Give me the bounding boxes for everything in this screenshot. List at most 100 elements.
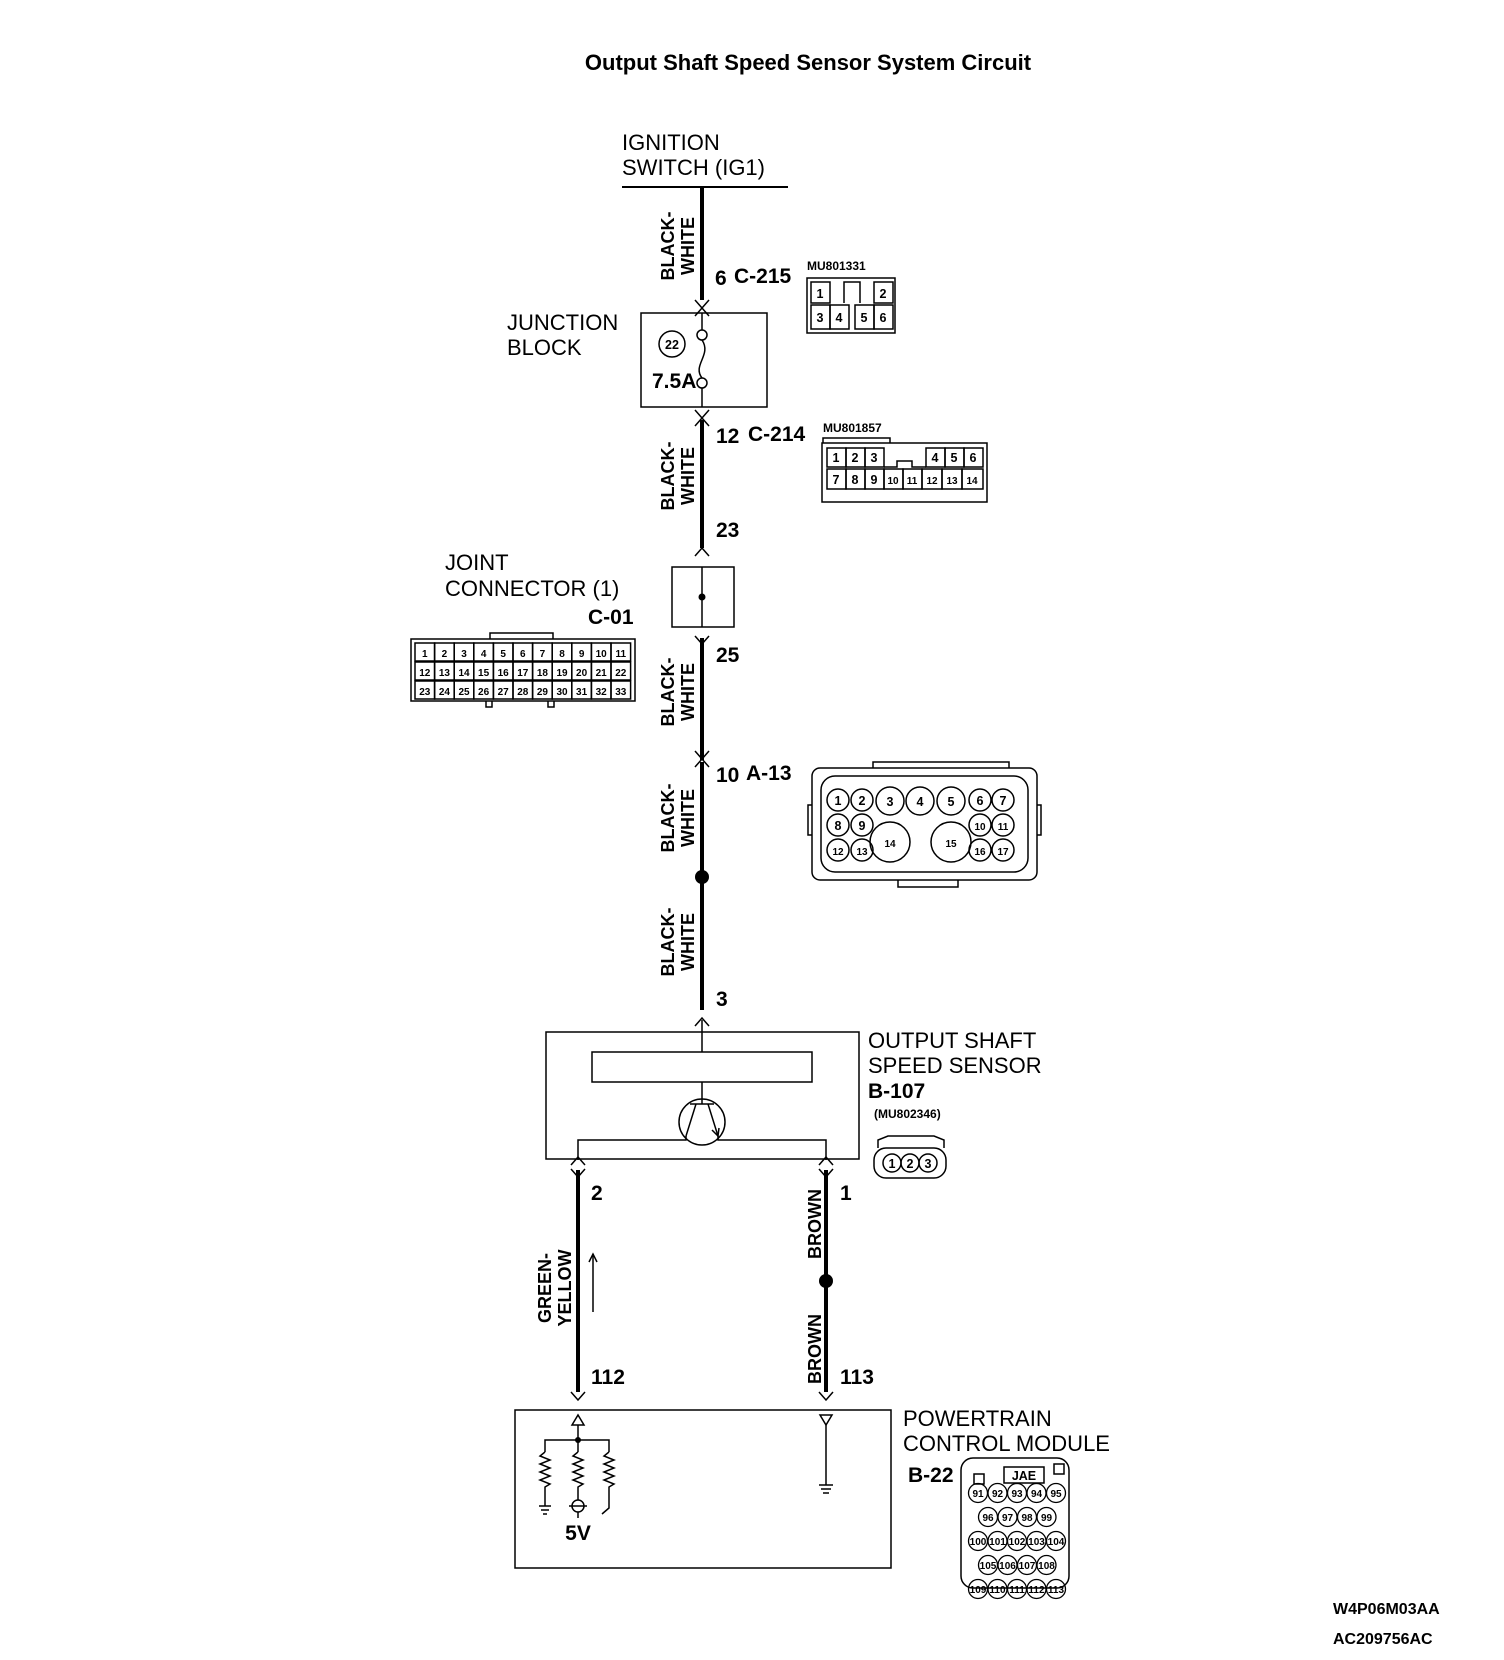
sensor-transistor-symbol: [577, 1082, 827, 1160]
connector-arrow-b22-left: [570, 1391, 586, 1401]
c01-pin-label: 26: [478, 687, 490, 698]
a13-pin-circle: [826, 788, 850, 812]
a13-pin-circle: [968, 788, 992, 812]
b22-pin-label: 93: [1011, 1489, 1023, 1500]
svg-text:10: 10: [887, 476, 899, 487]
b22-connector-face: JAE: [960, 1457, 1070, 1589]
svg-text:2: 2: [907, 1157, 914, 1171]
joint-connector-label-2: CONNECTOR (1): [445, 576, 619, 601]
connector-arrow-c215-top: [694, 299, 710, 309]
c214-pin-number: 12: [716, 425, 739, 448]
c01-pin-label: 9: [579, 649, 585, 660]
a13-pin-label: 9: [859, 819, 866, 833]
svg-text:BLACK-: BLACK-: [658, 658, 678, 727]
a13-pin-label: 13: [856, 847, 868, 858]
ignition-switch-label-2: SWITCH (IG1): [622, 155, 765, 180]
pcm-voltage-label: 5V: [565, 1522, 591, 1545]
b22-pin-label: 107: [1019, 1561, 1036, 1572]
a13-pin-circle: [850, 838, 874, 862]
b22-pin-label: 99: [1041, 1513, 1053, 1524]
c01-pin-label: 10: [596, 649, 608, 660]
svg-text:JAE: JAE: [1012, 1469, 1036, 1483]
b22-pin-left: 112: [591, 1366, 625, 1389]
b107-part-number: (MU802346): [874, 1107, 941, 1121]
b107-connector-face: 1 2 3: [873, 1135, 947, 1179]
b22-pin-label: 112: [1028, 1585, 1045, 1596]
joint-connector-label-1: JOINT: [445, 550, 509, 575]
junction-block-label-1: JUNCTION: [507, 310, 618, 335]
c01-pin-label: 11: [616, 649, 627, 660]
connector-arrow-c214-top: [694, 409, 710, 419]
sensor-element: [591, 1051, 813, 1083]
pcm-label-1: POWERTRAIN: [903, 1406, 1052, 1431]
joint-connector-box: [671, 566, 735, 628]
svg-text:3: 3: [925, 1157, 932, 1171]
c01-pin-label: 20: [576, 668, 588, 679]
svg-text:1: 1: [833, 451, 840, 465]
c01-pin-label: 2: [442, 649, 448, 660]
c01-connector-name: C-01: [588, 606, 634, 629]
a13-pin-circle: [850, 788, 874, 812]
c01-pin-label: 16: [498, 668, 510, 679]
a13-pin-circle: [930, 821, 972, 863]
c01-pin-label: 3: [461, 649, 467, 660]
a13-pin-circle: [936, 786, 966, 816]
a13-connector-face: [807, 761, 1042, 888]
c01-pin-label: 31: [576, 687, 588, 698]
b22-pin-label: 108: [1038, 1561, 1055, 1572]
a13-pin-label: 16: [974, 847, 986, 858]
pcm-input-circuit: [537, 1413, 617, 1518]
svg-text:3: 3: [871, 451, 878, 465]
c01-pin-label: 24: [439, 687, 451, 698]
c01-pin-label: 27: [498, 687, 510, 698]
b107-connector-name: B-107: [868, 1080, 925, 1103]
c01-pin-label: 1: [422, 649, 428, 660]
b22-pin-right: 113: [840, 1366, 874, 1389]
b107-pin-right: 1: [840, 1182, 852, 1205]
svg-text:5: 5: [861, 311, 868, 325]
svg-text:11: 11: [907, 476, 918, 487]
c01-pin-label: 19: [556, 668, 568, 679]
figure-code-1: W4P06M03AA: [1333, 1601, 1440, 1618]
b22-pin-circle: [1045, 1482, 1067, 1504]
c01-pin-label: 18: [537, 668, 549, 679]
svg-text:4: 4: [932, 451, 939, 465]
c01-pin-label: 33: [615, 687, 627, 698]
diagram-title: Output Shaft Speed Sensor System Circuit: [585, 50, 1032, 75]
c01-pin-label: 13: [439, 668, 451, 679]
c01-pin-label: 30: [556, 687, 568, 698]
svg-text:GREEN-: GREEN-: [535, 1253, 555, 1323]
b22-pin-label: 98: [1021, 1513, 1033, 1524]
a13-pin-label: 12: [832, 847, 844, 858]
b22-pin-circle: [1036, 1506, 1057, 1528]
svg-text:9: 9: [871, 473, 878, 487]
a13-pin-label: 15: [945, 839, 957, 850]
c215-connector-name: C-215: [734, 265, 792, 288]
a13-pin-circle: [968, 813, 992, 837]
svg-text:8: 8: [852, 473, 859, 487]
a13-pin-label: 17: [997, 847, 1009, 858]
splice-point-bw: [695, 870, 709, 884]
b22-pin-label: 91: [972, 1489, 984, 1500]
c01-pin-label: 23: [419, 687, 431, 698]
svg-text:BROWN: BROWN: [805, 1314, 825, 1384]
a13-pin-label: 6: [977, 794, 984, 808]
c01-pin-label: 21: [596, 668, 608, 679]
a13-pin-label: 14: [884, 839, 896, 850]
svg-text:6: 6: [880, 311, 887, 325]
c01-pin-label: 4: [481, 649, 487, 660]
c214-connector-name: C-214: [748, 423, 806, 446]
sensor-label-2: SPEED SENSOR: [868, 1053, 1042, 1078]
b107-pin-top: 3: [716, 988, 728, 1011]
a13-pin-circle: [875, 786, 905, 816]
b22-pin-label: 109: [970, 1585, 987, 1596]
signal-direction-arrow: [588, 1252, 598, 1312]
svg-text:14: 14: [966, 476, 978, 487]
c01-pin-label: 12: [419, 668, 431, 679]
wire-label-bw-1: BLACK- WHITE: [658, 212, 698, 281]
svg-text:12: 12: [926, 476, 938, 487]
svg-text:4: 4: [836, 311, 843, 325]
a13-pin-label: 2: [859, 794, 866, 808]
svg-text:2: 2: [880, 287, 887, 301]
